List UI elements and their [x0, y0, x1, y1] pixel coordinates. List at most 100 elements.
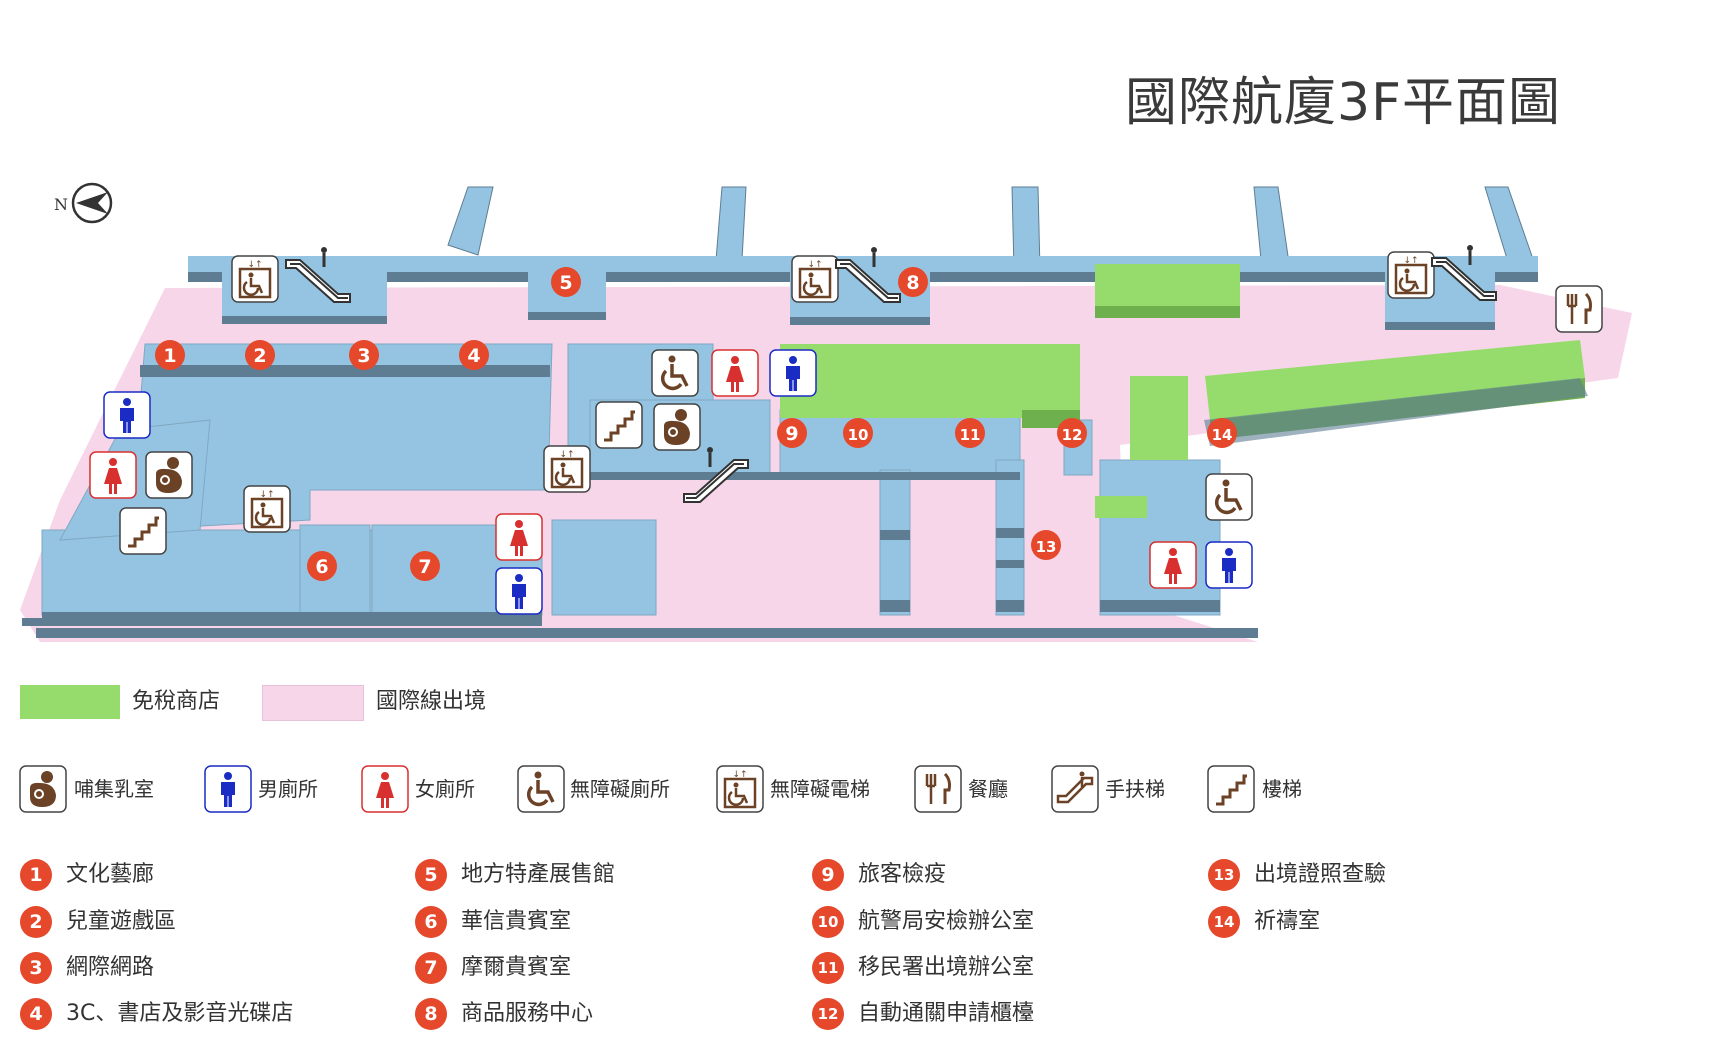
svg-text:8: 8 — [906, 272, 919, 294]
legend-marker-12: 12 — [812, 998, 844, 1030]
accessible-elevator-icon — [1386, 250, 1436, 300]
legend-label-stairs: 樓梯 — [1262, 777, 1302, 801]
female-restroom-icon — [711, 349, 759, 397]
departure-label: 國際線出境 — [376, 689, 487, 714]
accessible-restroom-icon — [516, 764, 566, 814]
legend-marker-4: 4 — [20, 998, 52, 1030]
accessible-elevator-icon — [790, 254, 840, 304]
legend-label-accessible-elevator: 無障礙電梯 — [770, 777, 870, 801]
svg-text:14: 14 — [1212, 426, 1233, 444]
svg-text:4: 4 — [467, 345, 480, 367]
stairs-icon — [594, 400, 644, 450]
female-restroom-icon — [361, 765, 409, 813]
restaurant-icon — [1554, 284, 1604, 334]
legend-text-2: 兒童遊戲區 — [66, 909, 177, 934]
legend-label-escalator: 手扶梯 — [1105, 777, 1165, 801]
legend-marker-11: 11 — [812, 952, 844, 984]
svg-text:1: 1 — [163, 345, 176, 367]
nursing-room-icon — [145, 451, 193, 499]
svg-text:13: 13 — [1036, 538, 1057, 556]
legend-marker-8: 8 — [415, 998, 447, 1030]
map-marker-11: 11 — [955, 418, 985, 448]
map-marker-3: 3 — [349, 340, 379, 370]
escalator-icon — [1050, 764, 1100, 814]
map-marker-7: 7 — [410, 551, 440, 581]
legend-marker-6: 6 — [415, 906, 447, 938]
legend-text-6: 華信貴賓室 — [461, 909, 572, 934]
duty-free-swatch — [20, 685, 120, 719]
male-restroom-icon — [1205, 541, 1253, 589]
map-marker-1: 1 — [155, 340, 185, 370]
stairs-icon — [118, 506, 168, 556]
legend-text-7: 摩爾貴賓室 — [461, 955, 572, 980]
male-restroom-icon — [769, 349, 817, 397]
legend-text-4: 3C、書店及影音光碟店 — [66, 1001, 294, 1026]
legend-text-3: 網際網路 — [66, 955, 155, 980]
legend-text-5: 地方特產展售館 — [461, 862, 616, 887]
legend-marker-5: 5 — [415, 859, 447, 891]
map-marker-10: 10 — [843, 418, 873, 448]
map-marker-8: 8 — [898, 267, 928, 297]
svg-text:3: 3 — [357, 345, 370, 367]
map-marker-4: 4 — [459, 340, 489, 370]
map-marker-2: 2 — [245, 340, 275, 370]
svg-text:2: 2 — [253, 345, 266, 367]
map-marker-13: 13 — [1031, 530, 1061, 560]
legend-text-9: 旅客檢疫 — [858, 862, 947, 887]
legend-marker-13: 13 — [1208, 859, 1240, 891]
legend-text-11: 移民署出境辦公室 — [858, 955, 1035, 980]
compass-icon: N — [54, 182, 113, 224]
legend-text-1: 文化藝廊 — [66, 862, 155, 887]
male-restroom-icon — [103, 391, 151, 439]
departure-swatch — [262, 685, 364, 721]
svg-text:7: 7 — [418, 556, 431, 578]
stairs-icon — [1206, 764, 1256, 814]
map-title: 國際航廈3F平面圖 — [1125, 73, 1561, 133]
legend-marker-2: 2 — [20, 906, 52, 938]
legend-marker-1: 1 — [20, 859, 52, 891]
legend-text-14: 祈禱室 — [1254, 909, 1321, 934]
accessible-elevator-icon — [242, 484, 292, 534]
floor-plan-map: ↓↑ — [20, 182, 1632, 642]
svg-text:10: 10 — [848, 426, 869, 444]
nursing-room-icon — [653, 403, 701, 451]
accessible-elevator-icon — [715, 764, 765, 814]
legend-text-13: 出境證照查驗 — [1254, 862, 1387, 887]
legend-label-nursing: 哺集乳室 — [74, 777, 154, 801]
legend-marker-14: 14 — [1208, 906, 1240, 938]
female-restroom-icon — [495, 513, 543, 561]
svg-text:12: 12 — [1062, 426, 1083, 444]
male-restroom-icon — [204, 765, 252, 813]
map-marker-6: 6 — [307, 551, 337, 581]
male-restroom-icon — [495, 567, 543, 615]
legend-marker-3: 3 — [20, 952, 52, 984]
legend-label-restaurant: 餐廳 — [968, 777, 1008, 801]
legend-label-accessible-restroom: 無障礙廁所 — [570, 777, 670, 801]
svg-text:5: 5 — [559, 272, 572, 294]
duty-free-label: 免稅商店 — [132, 689, 221, 714]
female-restroom-icon — [89, 451, 137, 499]
map-marker-9: 9 — [777, 418, 807, 448]
nursing-room-icon — [19, 765, 67, 813]
accessible-elevator-icon — [542, 444, 592, 494]
legend-text-8: 商品服務中心 — [461, 1001, 594, 1026]
legend-label-female: 女廁所 — [415, 777, 475, 801]
legend-marker-9: 9 — [812, 859, 844, 891]
map-marker-5: 5 — [551, 267, 581, 297]
female-restroom-icon — [1149, 541, 1197, 589]
map-marker-14: 14 — [1207, 418, 1237, 448]
svg-text:11: 11 — [960, 426, 981, 444]
svg-text:6: 6 — [315, 556, 328, 578]
legend-marker-10: 10 — [812, 906, 844, 938]
accessible-restroom-icon — [1204, 472, 1254, 522]
compass-label: N — [54, 195, 68, 214]
legend-marker-7: 7 — [415, 952, 447, 984]
map-marker-12: 12 — [1057, 418, 1087, 448]
accessible-restroom-icon — [650, 348, 700, 398]
svg-text:9: 9 — [785, 423, 798, 445]
legend-text-12: 自動通關申請櫃檯 — [858, 1001, 1035, 1026]
legend-text-10: 航警局安檢辦公室 — [858, 909, 1035, 934]
restaurant-icon — [913, 764, 963, 814]
legend-label-male: 男廁所 — [258, 777, 318, 801]
accessible-elevator-icon — [230, 254, 280, 304]
